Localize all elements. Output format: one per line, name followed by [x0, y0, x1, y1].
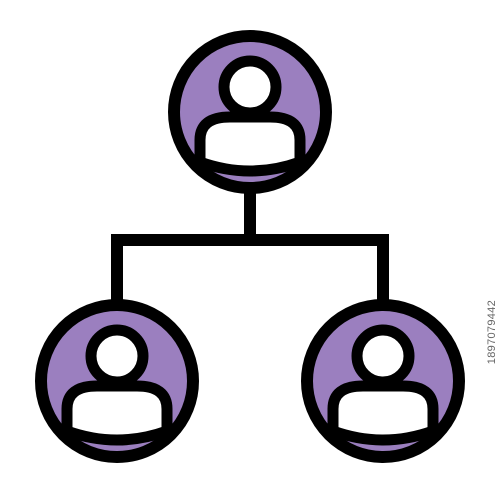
person-icon [194, 55, 306, 177]
connector-lines [111, 190, 389, 300]
person-icon [61, 324, 173, 446]
node-top [168, 30, 332, 194]
branch-line [111, 234, 389, 300]
node-bottom-right [301, 299, 465, 463]
person-icon [327, 324, 439, 446]
node-bottom-left [35, 299, 199, 463]
stock-id-watermark: 1897079442 [486, 300, 498, 365]
